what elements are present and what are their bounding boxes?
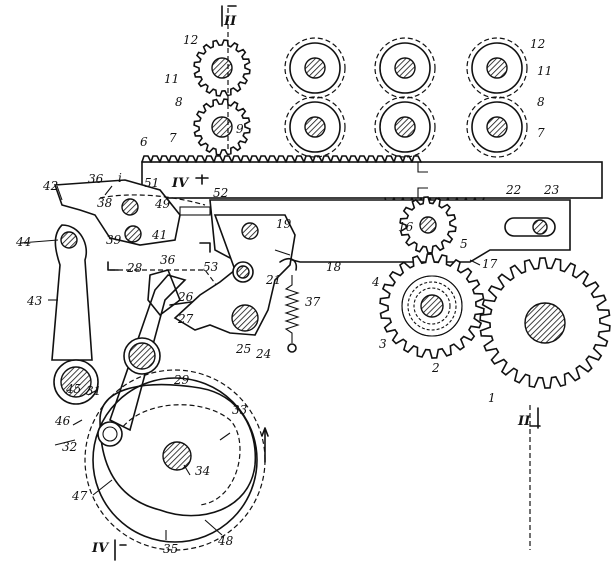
small-gear: [193, 98, 251, 156]
label-34: 34: [195, 464, 210, 478]
label-36-lower: 36: [160, 253, 176, 267]
gear-2: [379, 253, 485, 359]
label-53: 53: [203, 260, 219, 274]
label-12-right: 12: [530, 37, 545, 51]
label-9: 9: [236, 122, 244, 136]
slide-plate: [179, 199, 571, 263]
section-lines: [114, 5, 541, 561]
label-5: 5: [460, 237, 468, 251]
label-11-right: 11: [537, 64, 552, 78]
label-i: i: [118, 171, 122, 185]
label-7-right: 7: [537, 126, 545, 140]
wheel-pair: [466, 96, 528, 158]
gear-1: [479, 257, 611, 389]
label-32: 32: [62, 440, 77, 454]
label-37: 37: [305, 295, 321, 309]
pinion-16: [399, 196, 457, 254]
label-12-left: 12: [183, 33, 198, 47]
label-7-left: 7: [169, 131, 177, 145]
label-48: 48: [217, 534, 234, 548]
wheel-pair: [284, 96, 346, 158]
wheel-pair: [374, 37, 436, 99]
reference-labels: II II IV IV 1 2 3 4 5 6 7 8 9 11 12 7 8 …: [15, 14, 560, 556]
label-24: 24: [255, 347, 271, 361]
label-6: 6: [140, 135, 148, 149]
label-11-left: 11: [164, 72, 179, 86]
label-19: 19: [276, 217, 292, 231]
section-mark-iv-top: IV: [171, 176, 190, 191]
upper-wheel-rows: [193, 37, 528, 158]
label-18: 18: [326, 260, 342, 274]
label-4: 4: [371, 275, 380, 289]
section-mark-ii-top: II: [223, 14, 237, 29]
label-17: 17: [482, 257, 498, 271]
label-47: 47: [71, 489, 88, 503]
label-16: 16: [398, 220, 414, 234]
label-38: 38: [97, 196, 113, 210]
rack-bar: [141, 155, 603, 205]
label-49: 49: [154, 197, 171, 211]
label-35: 35: [163, 542, 178, 556]
label-25: 25: [235, 342, 251, 356]
section-mark-iv-bottom: IV: [91, 541, 110, 556]
label-42: 42: [42, 179, 58, 193]
wheel-pair: [466, 37, 528, 99]
label-52: 52: [213, 186, 228, 200]
label-8-left: 8: [175, 95, 183, 109]
label-21: 21: [265, 273, 281, 287]
small-gear: [193, 39, 251, 97]
label-27: 27: [177, 312, 194, 326]
label-31: 31: [86, 384, 101, 398]
label-1: 1: [488, 391, 496, 405]
label-8-right: 8: [537, 95, 545, 109]
cam-disc: [84, 369, 269, 551]
plate-25: [173, 214, 298, 336]
wheel-pair: [284, 37, 346, 99]
label-29: 29: [173, 373, 190, 387]
label-33: 33: [232, 403, 248, 417]
label-45: 45: [65, 382, 81, 396]
label-46: 46: [54, 414, 71, 428]
linkage-36: [53, 179, 221, 291]
wheel-pair: [374, 96, 436, 158]
label-22: 22: [505, 183, 521, 197]
label-41: 41: [151, 228, 167, 242]
label-28: 28: [126, 261, 143, 275]
label-39: 39: [106, 233, 122, 247]
spring-37: [284, 275, 300, 353]
leader-lines: [19, 185, 481, 540]
label-44: 44: [15, 235, 31, 249]
section-mark-ii-bottom: II: [517, 414, 531, 429]
lever-43: [51, 224, 99, 405]
label-2: 2: [431, 361, 440, 375]
label-43: 43: [26, 294, 43, 308]
label-26: 26: [177, 290, 194, 304]
label-36-upper: 36: [88, 172, 104, 186]
label-51: 51: [144, 176, 159, 190]
label-3: 3: [379, 337, 387, 351]
lever-31: [109, 269, 206, 432]
label-23: 23: [543, 183, 560, 197]
